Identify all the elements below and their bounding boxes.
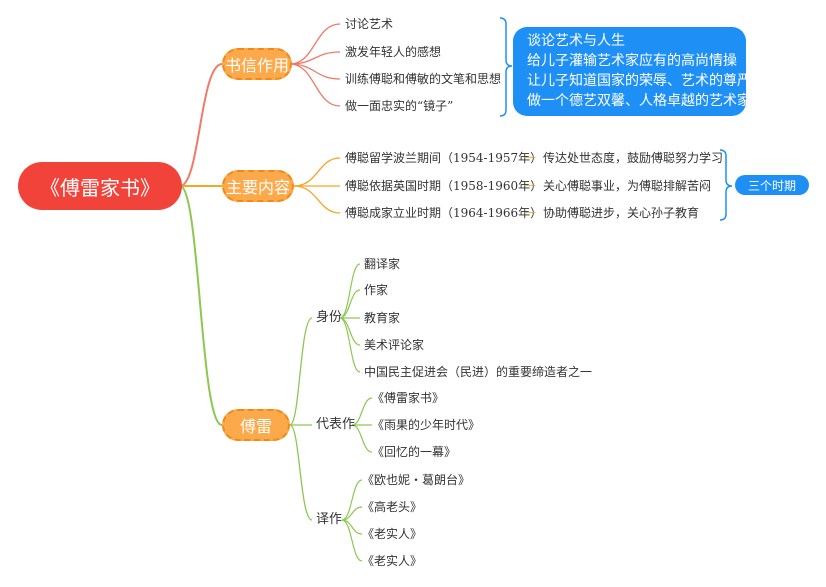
- summary-line-2: 给儿子灌输艺术家应有的高尚情操: [527, 53, 737, 69]
- leaf-letters-3[interactable]: 训练傅聪和傅敏的文笔和思想: [345, 72, 502, 86]
- summary-line-4: 做一个德艺双馨、人格卓越的艺术家: [527, 93, 751, 109]
- translation-item-2[interactable]: 《高老头》: [362, 500, 423, 514]
- content-summary-pill[interactable]: 三个时期: [735, 175, 809, 195]
- works-item-1[interactable]: 《傅雷家书》: [372, 391, 445, 405]
- branch-main-content[interactable]: 主要内容: [222, 170, 294, 202]
- identity-item-2[interactable]: 作家: [364, 283, 389, 297]
- content-desc-1[interactable]: 传达处世态度，鼓励傅聪努力学习: [543, 151, 724, 165]
- sub-translations[interactable]: 译作: [316, 512, 343, 527]
- identity-item-4[interactable]: 美术评论家: [364, 338, 425, 352]
- letters-summary-box[interactable]: 谈论艺术与人生 给儿子灌输艺术家应有的高尚情操 让儿子知道国家的荣辱、艺术的尊严…: [513, 27, 751, 116]
- identity-item-5[interactable]: 中国民主促进会（民进）的重要缔造者之一: [364, 365, 593, 379]
- content-desc-3[interactable]: 协助傅聪进步，关心孙子教育: [543, 206, 700, 220]
- content-period-1[interactable]: 傅聪留学波兰期间（1954-1957年）: [345, 151, 543, 165]
- branch-fu-lei[interactable]: 傅雷: [222, 409, 290, 441]
- summary-line-1: 谈论艺术与人生: [527, 33, 625, 49]
- leaf-letters-1[interactable]: 讨论艺术: [345, 17, 394, 31]
- works-item-3[interactable]: 《回忆的一幕》: [372, 445, 457, 459]
- translation-item-3[interactable]: 《老实人》: [362, 527, 423, 541]
- content-desc-2[interactable]: 关心傅聪事业，为傅聪排解苦闷: [543, 179, 712, 193]
- content-period-2[interactable]: 傅聪依据英国时期（1958-1960年）: [345, 179, 543, 193]
- leaf-letters-4[interactable]: 做一面忠实的“镜子”: [345, 99, 454, 113]
- sub-representative-works[interactable]: 代表作: [316, 417, 356, 432]
- identity-item-3[interactable]: 教育家: [364, 311, 401, 325]
- branch-letters-function[interactable]: 书信作用: [222, 48, 292, 80]
- sub-identity[interactable]: 身份: [316, 310, 343, 325]
- dash-connector: —: [524, 205, 536, 219]
- summary-line-3: 让儿子知道国家的荣辱、艺术的尊严: [527, 73, 751, 89]
- dash-connector: —: [524, 150, 536, 164]
- leaf-letters-2[interactable]: 激发年轻人的感想: [345, 45, 442, 59]
- root-node[interactable]: 《傅雷家书》: [18, 162, 182, 210]
- translation-item-4[interactable]: 《老实人》: [362, 554, 423, 568]
- works-item-2[interactable]: 《雨果的少年时代》: [372, 418, 481, 432]
- identity-item-1[interactable]: 翻译家: [364, 257, 401, 271]
- content-period-3[interactable]: 傅聪成家立业时期（1964-1966年）: [345, 206, 543, 220]
- translation-item-1[interactable]: 《欧也妮・葛朗台》: [362, 473, 471, 487]
- dash-connector: —: [524, 178, 536, 192]
